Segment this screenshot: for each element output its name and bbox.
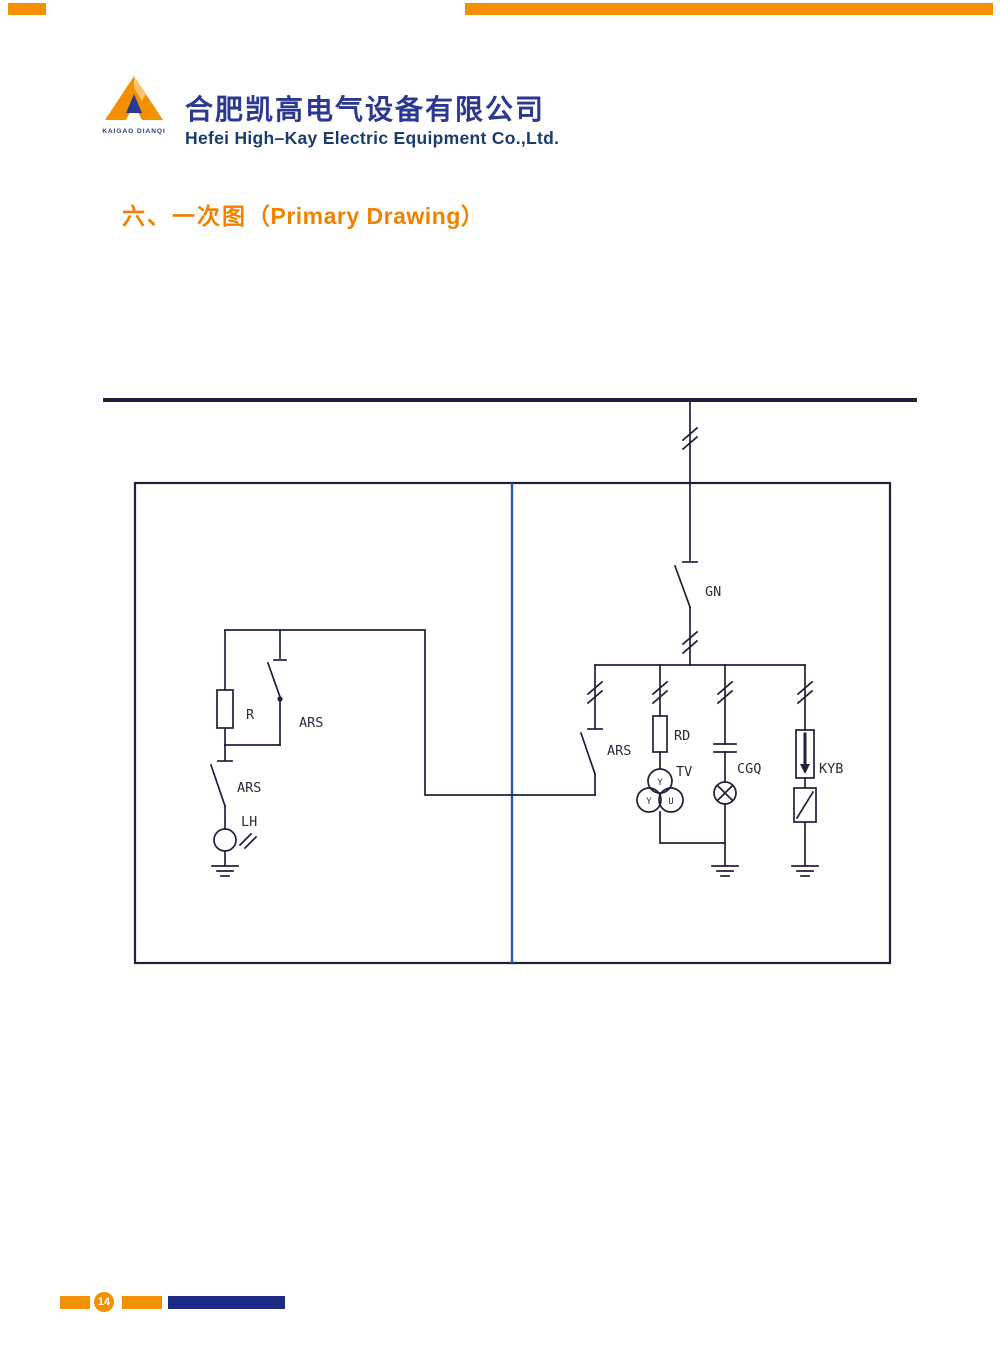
label-ars-feeder: ARS [607, 743, 631, 759]
switch-gn [673, 561, 699, 666]
footer-accent-left [60, 1296, 90, 1309]
page-number-badge: 14 [94, 1292, 114, 1312]
top-left-accent-bar [8, 3, 46, 15]
branch-ars-switch [579, 664, 604, 796]
branch-kyb [791, 664, 819, 877]
label-rd: RD [674, 728, 690, 744]
company-name-english: Hefei High–Kay Electric Equipment Co.,Lt… [185, 128, 560, 148]
tv-winding-symbol-3: U [668, 797, 673, 807]
top-right-accent-bar [465, 3, 993, 15]
section-heading-cn: 六、一次图 [122, 203, 247, 229]
footer-accent-right [168, 1296, 285, 1309]
resistor-loop [216, 629, 287, 746]
tv-winding-symbol-2: Y [646, 797, 652, 807]
label-gn: GN [705, 584, 721, 600]
label-ars-ct: ARS [237, 780, 261, 796]
footer-accent-mid [122, 1296, 162, 1309]
logo-mark-icon [105, 76, 163, 120]
label-tv: TV [676, 764, 692, 780]
label-ars-parallel: ARS [299, 715, 323, 731]
label-cgq: CGQ [737, 761, 761, 777]
branch-cgq [711, 664, 739, 877]
incoming-feeder [681, 401, 699, 561]
interconnect-line [224, 629, 596, 796]
label-lh: LH [241, 814, 257, 830]
logo-caption: KAIGAO DIANQI [102, 128, 166, 135]
section-heading: 六、一次图（Primary Drawing） [122, 197, 484, 231]
company-logo: KAIGAO DIANQI [98, 74, 170, 135]
label-kyb: KYB [819, 761, 843, 777]
ct-branch [209, 744, 258, 877]
section-heading-en: （Primary Drawing） [247, 203, 485, 229]
branch-rd-tv [636, 664, 726, 844]
company-name-chinese: 合肥凯高电气设备有限公司 [185, 94, 546, 125]
tv-winding-symbol-1: Y [657, 778, 663, 788]
label-r: R [246, 707, 255, 723]
